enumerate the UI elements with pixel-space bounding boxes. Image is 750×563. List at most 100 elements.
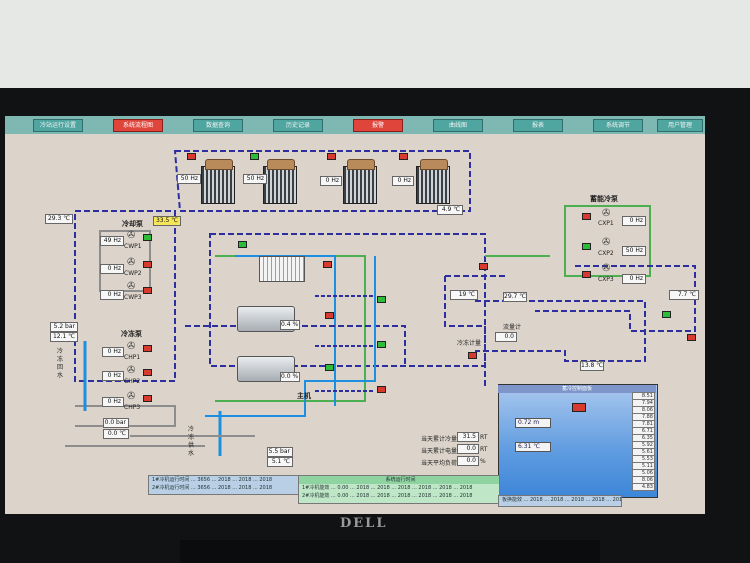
cxp2-freq: 50 Hz [622,246,646,256]
nav-history[interactable]: 历史记录 [273,119,323,132]
chiller-1-load: 0.4 % [280,320,300,330]
stat-unit-2: RT [480,446,488,453]
valve-led-2 [377,341,386,348]
tower-3-freq: 0 Hz [320,176,342,186]
nav-data-query[interactable]: 数据查询 [193,119,243,132]
nav-reports[interactable]: 报表 [513,119,563,132]
nav-system-adjust[interactable]: 系统调节 [593,119,643,132]
cwp3-pump-icon[interactable]: ✇ [127,281,136,292]
efficiency-row-1: 1#冷机能效 ... 0.00 ... 2018 ... 2018 ... 20… [302,485,473,491]
cooling-temp-left: 29.3 ℃ [45,214,73,224]
stat-unit-1: RT [480,434,488,441]
storage-pump-title: 蓄能冷泵 [590,195,618,203]
chp3-pump-icon[interactable]: ✇ [127,391,136,402]
control-level: 0.72 m [515,418,551,428]
cwp2-led [143,261,152,268]
chilled-supply-label: 冷冻供水 [188,426,195,457]
scada-screen: 冷站运行设置 系统流程图 数据查询 历史记录 报警 曲线图 报表 系统调节 用户… [5,116,705,514]
nav-user-management[interactable]: 用户管理 [657,119,703,132]
tower-2-freq: 50 Hz [243,174,267,184]
cxp3-freq: 0 Hz [622,274,646,284]
tank-temp-14: 4.83 [632,483,655,491]
tower-1-freq: 50 Hz [177,174,201,184]
nav-curves[interactable]: 曲线图 [433,119,483,132]
cwp2-freq: 0 Hz [100,264,124,274]
cxp3-pump-icon[interactable]: ✇ [602,263,611,274]
stat-label-2: 当天累计电量 [421,448,458,455]
pipe-network [65,150,696,456]
control-status-led [572,403,586,412]
plate-heat-exchanger[interactable] [259,256,305,282]
wall [0,0,750,90]
cxp2-led [582,243,591,250]
cold-meter-label: 冷冻计量 [457,340,482,347]
mid-temp-3: 13.8 ℃ [580,361,604,371]
valve-led-1 [377,296,386,303]
cwp1-pump-icon[interactable]: ✇ [127,230,136,241]
runtime-row-1: 1#冷机运行时间 ... 3656 ... 2018 ... 2018 ... … [152,477,273,483]
tower-temp: 4.9 ℃ [437,205,463,215]
stat-value-1: 31.5 [457,432,479,442]
tower-4-led [399,153,408,160]
chp3-led [143,395,152,402]
hx-efficiency-table: 板换能效 ... 2018 ... 2018 ... 2018 ... 2018… [498,495,622,507]
cxp1-freq: 0 Hz [622,216,646,226]
cwp1-label: CWP1 [124,243,142,250]
tower-1-led [187,153,196,160]
efficiency-row-2: 2#冷机能效 ... 0.00 ... 2018 ... 2018 ... 20… [302,493,473,499]
chiller-2-led [325,364,334,371]
cwp3-label: CWP3 [124,294,142,301]
top-nav-bar: 冷站运行设置 系统流程图 数据查询 历史记录 报警 曲线图 报表 系统调节 用户… [5,116,705,134]
chilled-bottom-temp: 0.0 ℃ [103,429,129,439]
chp2-led [143,369,152,376]
cooling-tower-4[interactable] [416,159,450,204]
monitor-stand [180,540,600,563]
cooling-tower-2[interactable] [263,159,297,204]
nav-system-flow[interactable]: 系统流程图 [113,119,163,132]
flow-value: 0.0 [495,332,517,342]
mid-led-3 [687,334,696,341]
stat-label-3: 当天平均负荷 [421,460,458,467]
chp2-label: CHP2 [124,378,141,385]
chilled-return-label: 冷冻回水 [57,348,64,379]
monitor-brand-logo: DELL [340,516,388,531]
chp2-pump-icon[interactable]: ✇ [127,365,136,376]
chilled-bottom-press: 0.0 bar [103,418,129,428]
cwp3-freq: 0 Hz [100,290,124,300]
tower-4-freq: 0 Hz [392,176,414,186]
chilled-pump-title: 冷冻泵 [121,330,142,338]
chilled-press: 5.2 bar [50,322,78,332]
hx-efficiency-row: 板换能效 ... 2018 ... 2018 ... 2018 ... 2018… [502,497,622,503]
supply-temp: 5.1 ℃ [267,457,293,467]
efficiency-table-head: 系统运行时间 [299,476,499,484]
cwp1-freq: 49 Hz [100,236,124,246]
chp1-led [143,345,152,352]
valve-led-3 [377,386,386,393]
cxp1-pump-icon[interactable]: ✇ [602,208,611,219]
mid-temp-1: 19 ℃ [450,290,478,300]
stat-value-3: 0.0 [457,456,479,466]
chp1-pump-icon[interactable]: ✇ [127,341,136,352]
efficiency-table: 系统运行时间 1#冷机能效 ... 0.00 ... 2018 ... 2018… [298,475,500,504]
chp3-freq: 0 Hz [102,397,124,407]
cooling-tower-3[interactable] [343,159,377,204]
cwp3-led [143,287,152,294]
stat-unit-3: % [480,458,486,465]
main-unit-label: 主机 [297,392,311,400]
chp1-freq: 0 Hz [102,347,124,357]
cwp2-pump-icon[interactable]: ✇ [127,257,136,268]
stat-label-1: 当天累计冷量 [421,436,458,443]
cxp3-led [582,271,591,278]
chiller-2-load: 0.0 % [280,372,300,382]
cooling-pump-title: 冷却泵 [122,220,143,228]
nav-run-settings[interactable]: 冷站运行设置 [33,119,83,132]
cxp1-label: CXP1 [598,220,614,227]
tower-2-led [250,153,259,160]
mid-temp-2: 29.7 ℃ [503,292,527,302]
mid-temp-4: 7.7 ℃ [669,290,699,300]
cooling-tower-1[interactable] [201,159,235,204]
runtime-row-2: 2#冷机运行时间 ... 3656 ... 2018 ... 2018 ... … [152,485,273,491]
cxp2-pump-icon[interactable]: ✇ [602,237,611,248]
nav-alarm[interactable]: 报警 [353,119,403,132]
cooling-temp-right: 33.5 ℃ [153,216,181,226]
